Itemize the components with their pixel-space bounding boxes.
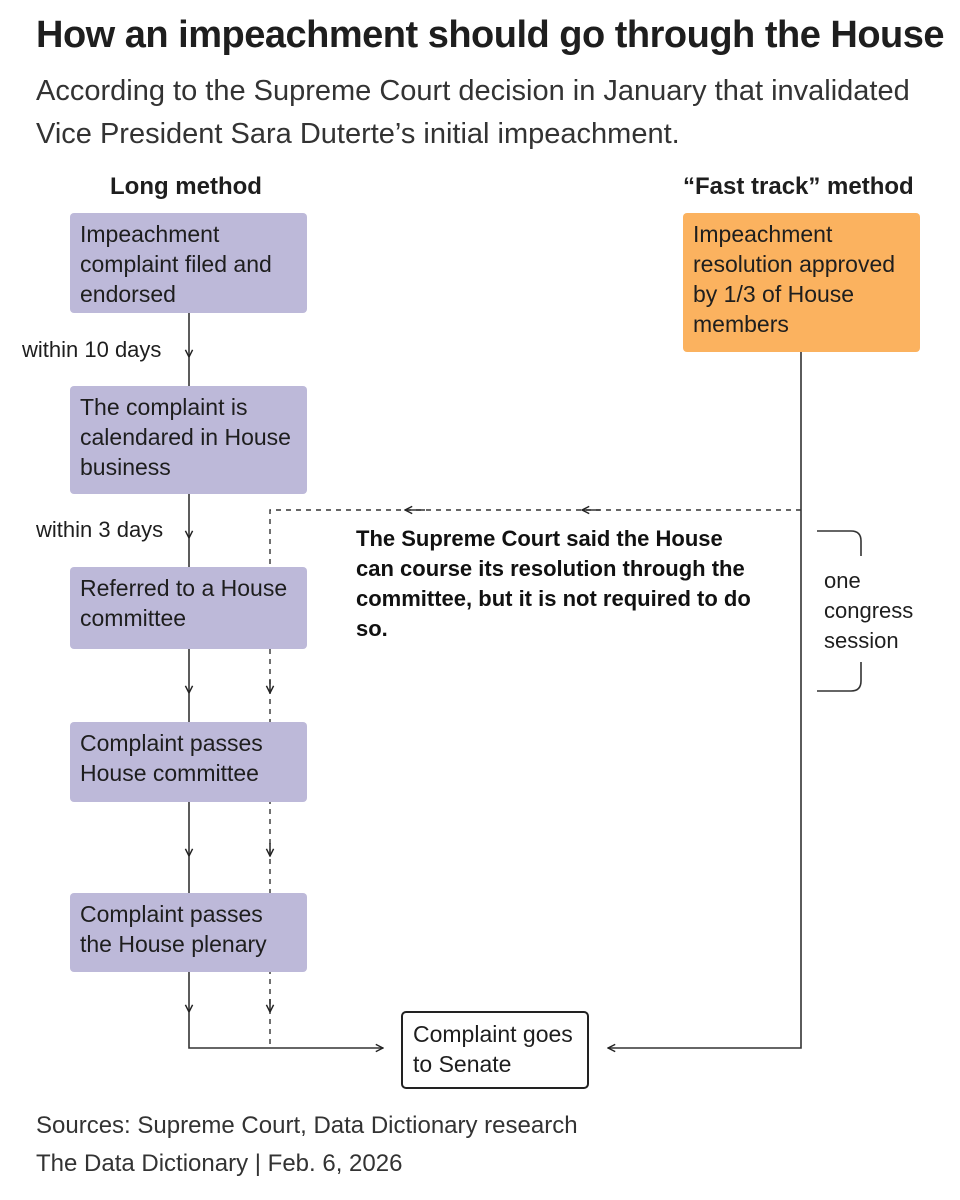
session-bracket-bottom (817, 662, 862, 692)
supreme-court-note: The Supreme Court said the House can cou… (356, 526, 751, 641)
step-calendared: The complaint is calendared in House bus… (70, 386, 307, 494)
page-title: How an impeachment should go through the… (36, 14, 945, 56)
page-subtitle: According to the Supreme Court decision … (36, 75, 910, 150)
long-method-heading: Long method (110, 173, 262, 200)
step-passes-committee: Complaint passes House committee (70, 722, 307, 802)
step-referred-committee: Referred to a House committee (70, 567, 307, 649)
session-bracket-top (817, 530, 862, 556)
fast-track-heading: “Fast track” method (683, 173, 914, 200)
session-label: one congress session (824, 568, 914, 653)
footer-sources: Sources: Supreme Court, Data Dictionary … (36, 1112, 578, 1139)
label-within-3-days: within 3 days (36, 517, 164, 542)
connector-fast-track-to-senate (608, 352, 802, 1048)
footer-credit: The Data Dictionary | Feb. 6, 2026 (36, 1150, 403, 1177)
connector-to-senate-left (188, 1012, 383, 1048)
senate-box: Complaint goes to Senate (401, 1011, 589, 1089)
step-complaint-filed: Impeachment complaint filed and endorsed (70, 213, 307, 313)
fast-track-resolution: Impeachment resolution approved by 1/3 o… (683, 213, 920, 352)
dashed-committee-path (269, 509, 801, 1048)
label-within-10-days: within 10 days (22, 337, 162, 362)
step-passes-plenary: Complaint passes the House plenary (70, 893, 307, 972)
